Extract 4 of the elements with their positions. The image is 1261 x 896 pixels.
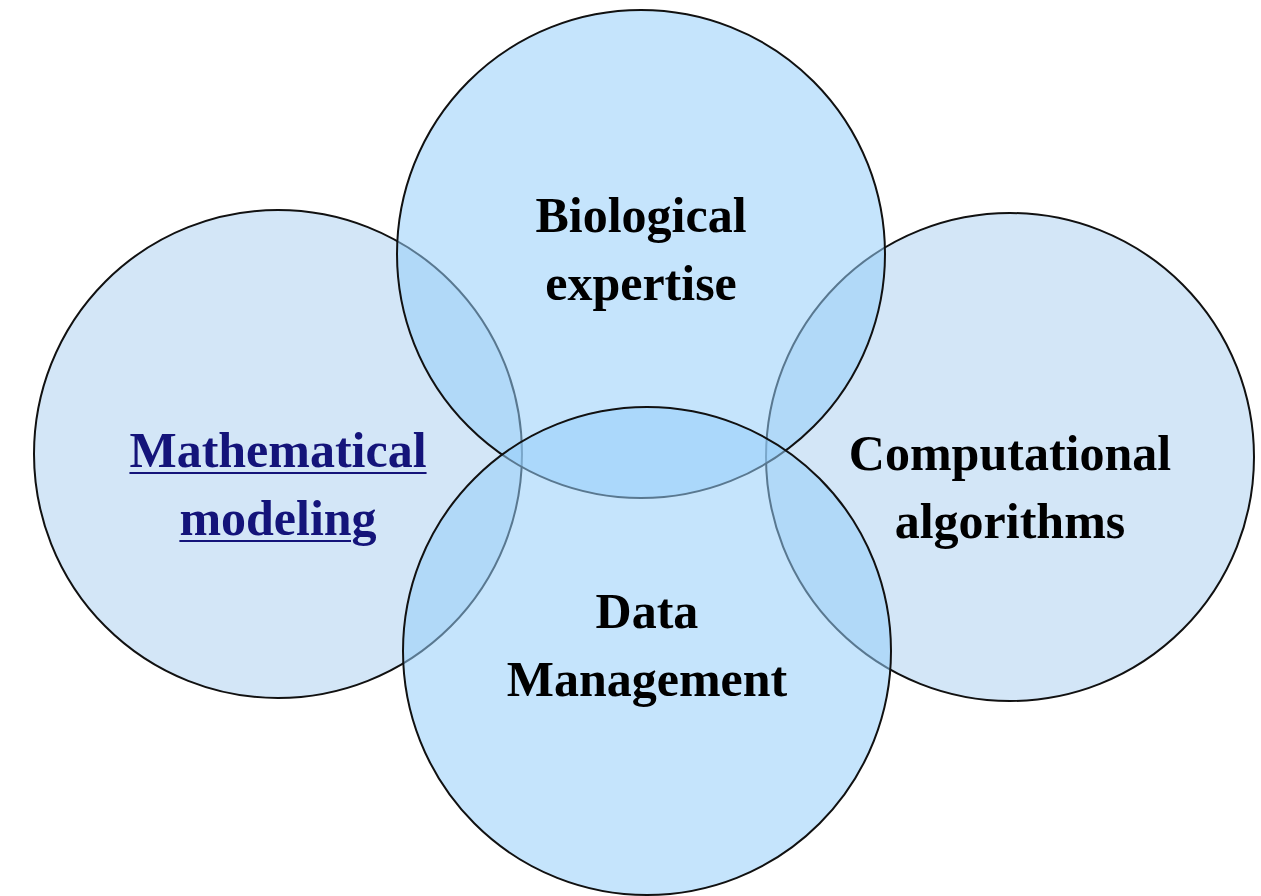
circle-label: Data Management bbox=[505, 582, 789, 709]
circle-label: Biological expertise bbox=[534, 186, 748, 313]
circle-label: Mathematical modeling bbox=[128, 421, 428, 548]
circle-label: Computational algorithms bbox=[847, 424, 1173, 551]
